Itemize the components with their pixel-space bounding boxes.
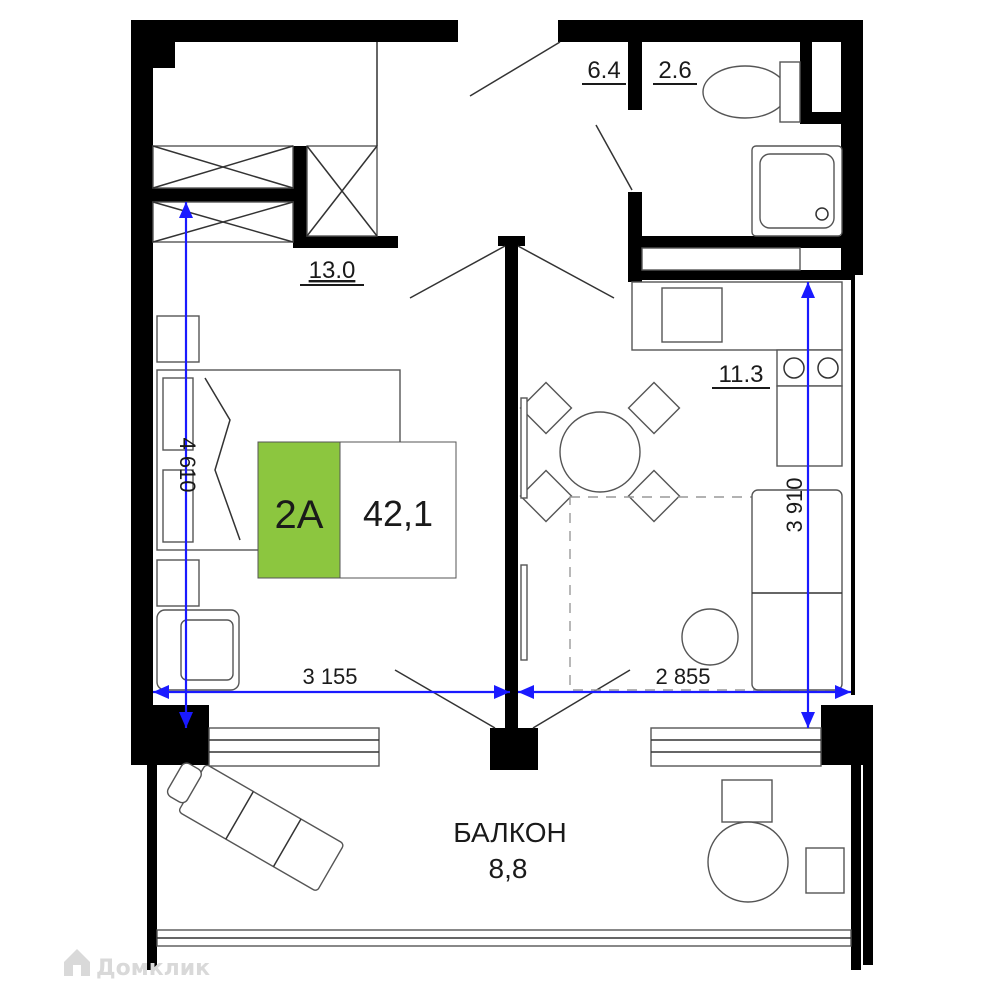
chair [627,469,681,523]
bathroom-area: 2.6 [658,57,691,84]
entrance-door [469,41,561,97]
dim-right-depth: 3 910 [782,477,807,532]
stove [776,349,843,387]
nightstand-bottom [156,559,200,607]
bath-partition-upper [628,42,642,110]
kitchen-area: 11.3 [719,361,764,388]
chair [627,381,681,435]
balcony-label: БАЛКОН [453,817,566,848]
balcony-door-left [394,669,496,729]
bath-bottom-wall-bottom [628,270,854,280]
unit-label: 2A 42,1 [257,441,457,579]
closet-bottom-wall [293,236,398,248]
unit-total-area: 42,1 [363,493,433,534]
wardrobe [152,42,378,243]
coffee-table [681,608,739,666]
dimension-labels: 3 155 2 855 4 610 3 910 [175,437,807,689]
top-wall-stub [153,42,175,68]
kitchen-furniture [519,281,843,691]
top-wall-right [558,20,863,42]
lounger [166,762,344,891]
balcony-chair [721,779,773,823]
sofa [751,489,843,691]
central-partition-cap [498,236,525,246]
central-partition [505,240,518,728]
right-outer-wall-upper [841,20,863,275]
unit-area-badge [339,441,457,579]
dining-table [559,411,641,493]
windows [156,727,852,947]
room-door [409,245,506,299]
dim-left-width: 3 155 [302,664,357,689]
dimension-lines [153,202,851,728]
chair [519,469,573,523]
corridor-area: 6.4 [587,57,620,84]
door-swings [394,41,633,729]
nightstand-top [156,315,200,363]
wardrobe-wall-vertical [293,146,307,242]
window-right [650,727,822,767]
shaft-wall-left [800,42,812,122]
dim-right-width: 2 855 [655,664,710,689]
pillow [162,469,194,543]
balcony-chair [805,847,845,894]
balcony-wall-left [147,765,157,970]
column-bottom-middle [490,728,538,770]
left-outer-wall [131,20,153,765]
window-left [208,727,380,767]
unit-code: 2A [275,493,324,537]
column-bottom-left [131,705,209,765]
balcony-wall-right [851,765,861,970]
fridge [776,385,843,467]
bathroom-fixtures [641,61,843,271]
watermark: Домклик [64,949,210,981]
unit-code-badge [257,441,341,579]
balcony-area: 8,8 [489,853,528,884]
balcony-furniture [166,762,845,903]
balcony-door-right [532,669,631,729]
bathroom-door [595,124,633,191]
bath-niche [641,247,801,271]
hall-area: 13.0 [309,257,356,284]
kitchen-door [517,245,615,299]
right-outer-wall-lower [851,275,855,695]
walls [131,20,873,970]
bath-bottom-wall-top [628,236,854,248]
watermark-text: Домклик [96,956,210,981]
house-logo-icon [64,949,90,976]
pillow [162,377,194,451]
balcony-wall-right-outer [863,705,873,965]
dim-left-depth: 4 610 [175,437,200,492]
wardrobe-wall [153,188,301,202]
sink [661,287,723,343]
chair [519,381,573,435]
room-labels: 13.0 6.4 2.6 11.3 БАЛКОН 8,8 [300,57,770,884]
tv [520,397,528,499]
balcony-table [707,821,789,903]
top-wall-left [131,20,458,42]
toilet [702,65,788,119]
shaft-wall-bottom [800,112,850,124]
